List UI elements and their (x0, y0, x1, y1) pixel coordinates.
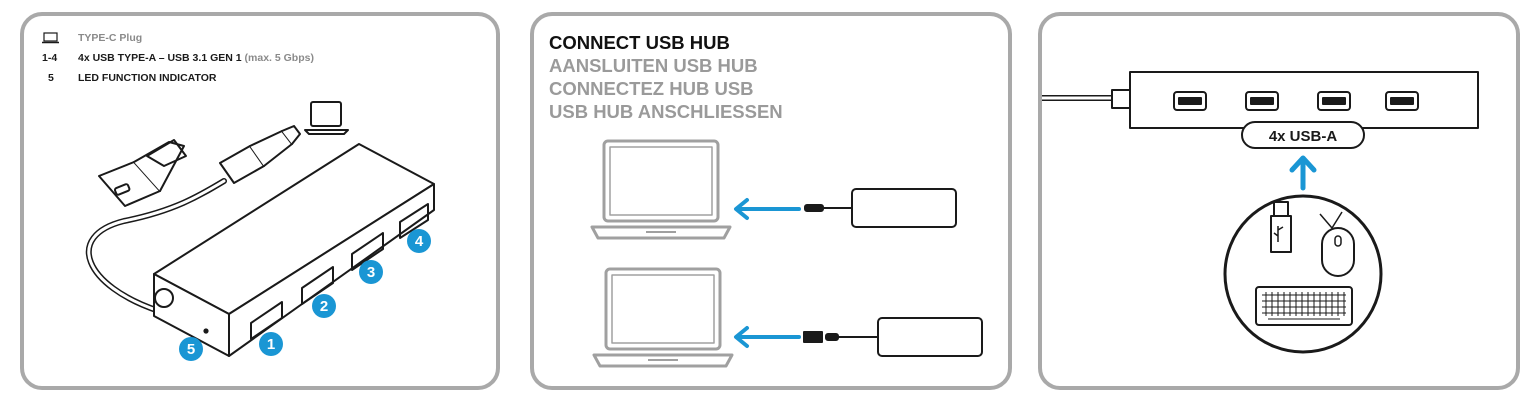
usb-a-port (1385, 91, 1419, 111)
connect-panel: CONNECT USB HUB AANSLUITEN USB HUB CONNE… (530, 12, 1012, 390)
legend-label: LED FUNCTION INDICATOR (78, 72, 217, 84)
hub-illustration: 1 2 3 4 5 (85, 101, 435, 361)
usb-a-port (1173, 91, 1207, 111)
callout-label: 2 (320, 298, 328, 315)
usb-hub-icon (803, 317, 983, 357)
callout-label: 5 (187, 341, 195, 358)
callout-label: 1 (267, 336, 275, 353)
ports-label-pill (1241, 121, 1365, 149)
product-overview-panel: TYPE-C Plug 1-4 4x USB TYPE-A – USB 3.1 … (20, 12, 500, 390)
keyboard-icon (1255, 286, 1353, 326)
title-nl: AANSLUITEN USB HUB (549, 55, 758, 76)
mouse-icon (1319, 211, 1355, 277)
callout-label: 4 (415, 233, 424, 250)
laptop-icon (592, 267, 734, 368)
callout-5: 5 (179, 337, 203, 361)
callout-2: 2 (312, 294, 336, 318)
callout-label: 3 (367, 264, 375, 281)
callout-4: 4 (407, 229, 431, 253)
connect-titles: CONNECT USB HUB AANSLUITEN USB HUB CONNE… (549, 31, 783, 123)
usb-c-adapter (98, 139, 187, 207)
legend-label: 4x USB TYPE-A – USB 3.1 GEN 1 (max. 5 Gb… (78, 52, 314, 64)
usb-hub-icon (804, 188, 957, 228)
legend-label: TYPE-C Plug (78, 32, 143, 44)
type-c-plug (219, 125, 301, 184)
arrow-left-icon (734, 326, 801, 348)
laptop-icon (590, 139, 732, 240)
connect-illustration (590, 139, 983, 368)
callout-1: 1 (259, 332, 283, 356)
usb-a-port (1317, 91, 1351, 111)
title-de: USB HUB ANSCHLIESSEN (549, 101, 783, 122)
usb-a-port (1245, 91, 1279, 111)
legend-extra: (max. 5 Gbps) (244, 52, 314, 64)
title-en: CONNECT USB HUB (549, 32, 730, 53)
ports-label: 4x USB-A (1269, 128, 1338, 145)
devices-circle (1223, 194, 1383, 354)
title-fr: CONNECTEZ HUB USB (549, 78, 754, 99)
arrow-left-icon (734, 198, 801, 220)
callout-3: 3 (359, 260, 383, 284)
laptop-icon (304, 101, 349, 135)
usb-stick-icon (1270, 201, 1292, 253)
legend-number: 1-4 (42, 52, 58, 64)
laptop-icon (42, 32, 59, 44)
legend-number: 5 (48, 72, 54, 84)
usb-hub-body (153, 143, 435, 357)
arrow-up-icon (1289, 155, 1317, 191)
ports-panel: 4x USB-A (1038, 12, 1520, 390)
ports-illustration: 4x USB-A (1042, 71, 1479, 354)
